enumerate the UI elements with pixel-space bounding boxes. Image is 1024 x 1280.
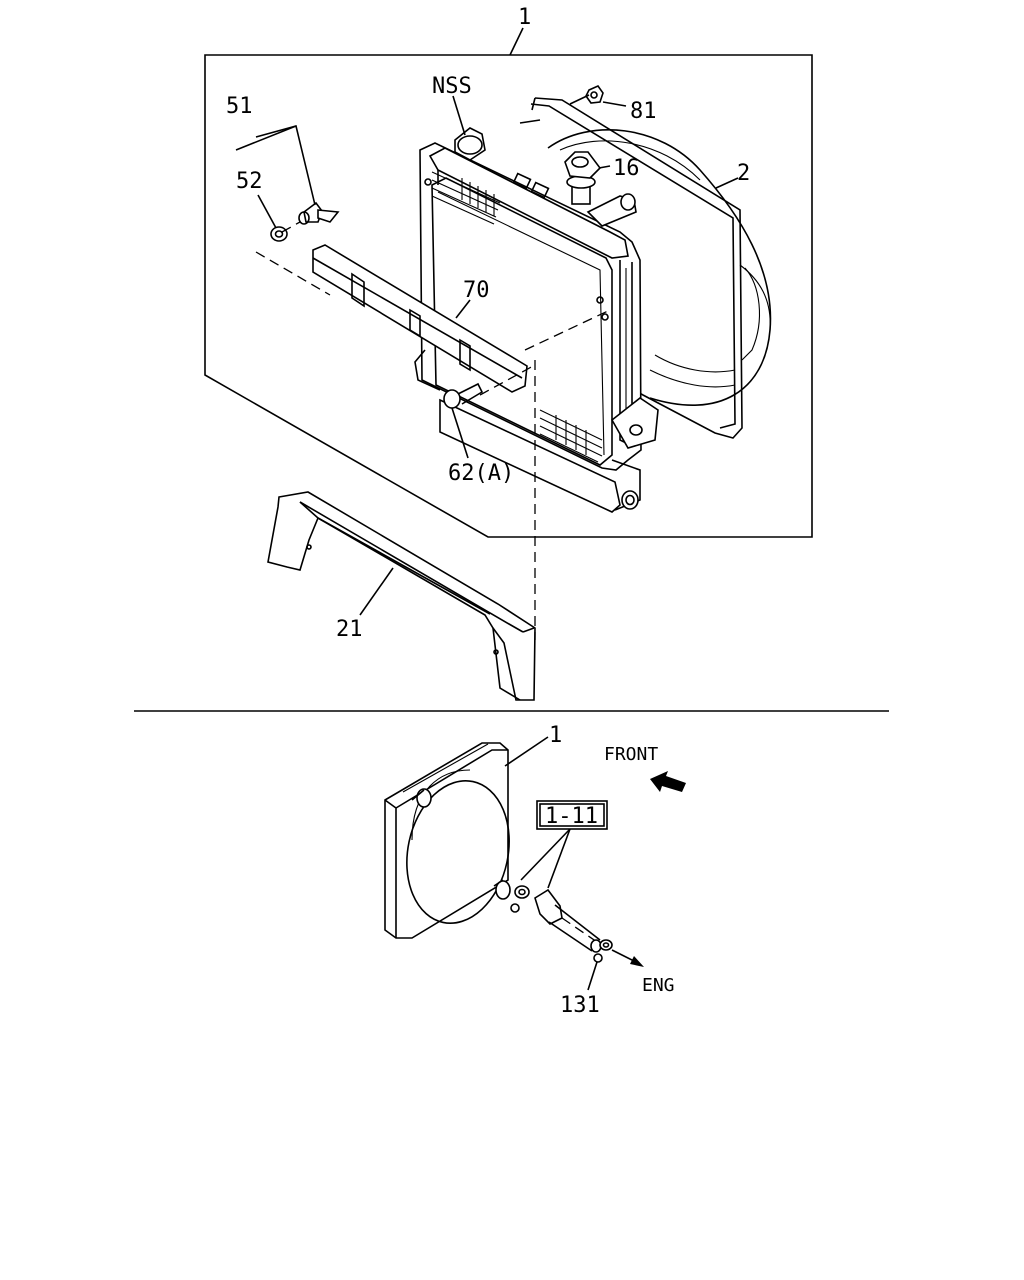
label-81: 81: [630, 99, 657, 124]
leader-1: [509, 27, 524, 56]
label-eng: ENG: [642, 975, 675, 996]
lower-assembly: 1 FRONT 1-11 ENG 131: [384, 723, 686, 1018]
leader-131: [587, 961, 598, 991]
washer-52: [270, 226, 288, 242]
label-16: 16: [613, 156, 640, 181]
label-52: 52: [236, 169, 263, 194]
ref-box-1-11: [520, 800, 608, 889]
label-assembly-1: 1: [518, 5, 531, 30]
label-2: 2: [737, 161, 750, 186]
label-lower-assembly-1: 1: [549, 723, 562, 748]
label-21: 21: [336, 617, 363, 642]
wing-bolt-51: [298, 201, 340, 225]
assembly-frame: [204, 54, 813, 538]
label-62: 62(A): [448, 461, 514, 486]
fan-shroud: [519, 97, 772, 439]
label-70: 70: [463, 278, 490, 303]
hose-assembly: [510, 885, 613, 963]
stay-bar-70: [312, 244, 528, 393]
radiator-shroud: [384, 742, 511, 939]
label-front: FRONT: [604, 744, 658, 765]
upper-leaders: [235, 94, 739, 640]
upper-assembly: 1: [204, 5, 813, 701]
label-131: 131: [560, 993, 600, 1018]
bracket-21: [267, 491, 536, 701]
label-nss: NSS: [432, 74, 472, 99]
label-51: 51: [226, 94, 253, 119]
front-arrow-icon: [650, 771, 686, 792]
radiator-core: [419, 127, 659, 513]
label-ref-1-11: 1-11: [545, 804, 598, 829]
eng-arrow: [611, 949, 644, 967]
leader-lower-1: [504, 736, 549, 767]
